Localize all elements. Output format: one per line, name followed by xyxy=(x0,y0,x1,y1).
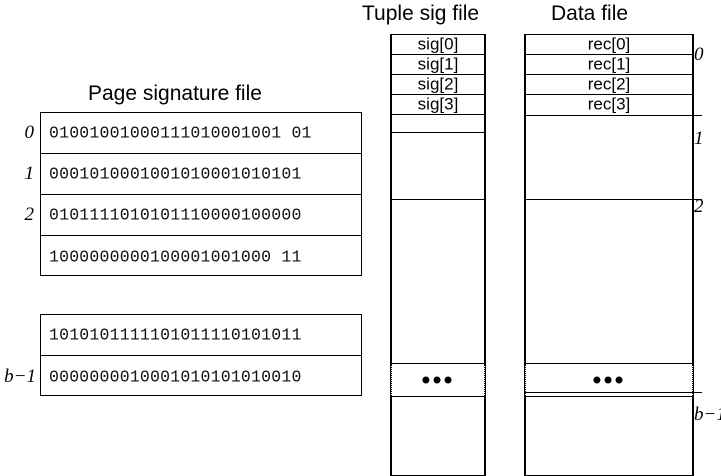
tuple-sig-cell: sig[1] xyxy=(392,54,484,75)
tuple-sig-cell-label: sig[3] xyxy=(417,94,459,114)
page-signature-bits: 0000000010001010101010010 xyxy=(49,367,302,386)
tuple-sig-cell xyxy=(392,200,484,363)
data-file-page-last-segment xyxy=(525,396,693,476)
data-file-column: rec[0] rec[1] rec[2] rec[3] xyxy=(524,34,694,476)
page-signature-top-block: 0 01001001000111010001001 01 1 000101000… xyxy=(25,112,362,277)
right-page-index-label: b−1 xyxy=(694,404,721,425)
tuple-sig-page-0-segment: sig[0] sig[1] sig[2] sig[3] xyxy=(391,34,485,133)
data-file-page-0-segment: rec[0] rec[1] rec[2] rec[3] xyxy=(525,34,693,116)
tuple-sig-page-2-segment xyxy=(391,199,485,364)
data-file-title: Data file xyxy=(551,2,629,25)
tuple-sig-cell xyxy=(392,397,484,475)
data-file-cell xyxy=(526,200,692,363)
data-file-cell-label: rec[2] xyxy=(587,74,631,94)
tuple-sig-cell: sig[2] xyxy=(392,74,484,95)
right-page-index-label: 1 xyxy=(694,128,704,149)
page-index-label: 0 xyxy=(24,122,35,143)
page-separator-rule xyxy=(524,199,702,200)
data-file-cell xyxy=(526,397,692,475)
page-signature-file-title: Page signature file xyxy=(88,82,262,105)
page-signature-bits: 0001010001001010001010101 xyxy=(49,164,302,184)
page-signature-row: 1000000000100001001000 11 xyxy=(41,236,361,277)
tuple-sig-cell-label: sig[2] xyxy=(417,74,459,94)
data-file-ellipsis-segment: ••• xyxy=(525,364,693,396)
data-file-cell-label: rec[0] xyxy=(587,34,631,54)
tuple-sig-ellipsis-segment: ••• xyxy=(391,364,485,396)
data-file-cell xyxy=(526,116,692,199)
page-separator-rule xyxy=(524,392,702,393)
data-file-cell: rec[0] xyxy=(526,34,692,55)
page-signature-bottom-block: 1010101111101011110101011 b−1 0000000010… xyxy=(4,314,362,397)
page-signature-row: 1 0001010001001010001010101 xyxy=(25,154,361,195)
tuple-sig-file-column: sig[0] sig[1] sig[2] sig[3] xyxy=(390,34,486,476)
tuple-sig-page-1-segment xyxy=(391,132,485,200)
tuple-sig-file-title: Tuple sig file xyxy=(362,2,480,25)
data-file-cell: rec[3] xyxy=(526,95,692,115)
page-signature-row: b−1 0000000010001010101010010 xyxy=(4,356,361,397)
tuple-sig-cell xyxy=(392,115,484,132)
page-signature-row: 0 01001001000111010001001 01 xyxy=(25,113,361,154)
tuple-sig-cell-label: sig[1] xyxy=(417,54,459,74)
page-signature-bits: 01001001000111010001001 01 xyxy=(49,123,312,143)
page-signature-bits: 1010101111101011110101011 xyxy=(49,325,302,345)
data-file-cell-label: rec[1] xyxy=(587,54,631,74)
page-signature-row: 1010101111101011110101011 xyxy=(41,315,361,356)
data-file-cell: rec[1] xyxy=(526,54,692,75)
tuple-sig-cell-label: sig[0] xyxy=(417,34,459,54)
page-signature-bits: 1000000000100001001000 11 xyxy=(49,247,302,266)
data-file-page-1-segment xyxy=(525,115,693,200)
right-page-index-label: 2 xyxy=(694,196,704,217)
data-file-ellipsis: ••• xyxy=(592,364,626,395)
tuple-sig-cell xyxy=(392,133,484,199)
tuple-sig-ellipsis: ••• xyxy=(421,364,455,395)
page-index-label: 1 xyxy=(24,163,35,184)
page-signature-row: 2 0101111010101110000100000 xyxy=(25,195,361,236)
tuple-sig-cell: sig[0] xyxy=(392,34,484,55)
page-separator-rule xyxy=(524,115,702,116)
page-signature-bits: 0101111010101110000100000 xyxy=(49,205,302,225)
page-index-label: 2 xyxy=(24,204,35,225)
page-index-label: b−1 xyxy=(4,365,36,387)
tuple-sig-page-last-segment xyxy=(391,396,485,476)
data-file-cell: rec[2] xyxy=(526,74,692,95)
tuple-sig-cell: sig[3] xyxy=(392,94,484,115)
right-page-index-label: 0 xyxy=(694,44,704,65)
data-file-cell-label: rec[3] xyxy=(587,94,631,114)
data-file-page-2-segment xyxy=(525,199,693,364)
